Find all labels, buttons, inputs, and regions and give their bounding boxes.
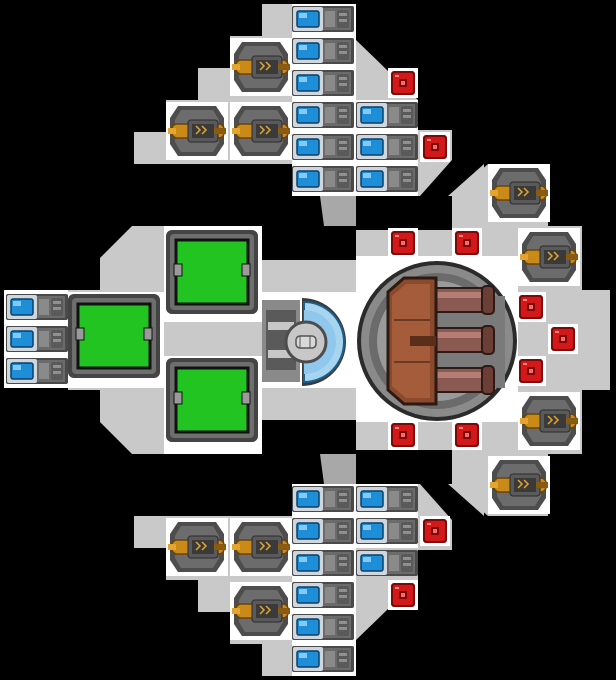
system-room-icon[interactable]	[164, 228, 260, 316]
thruster-pod-icon[interactable]	[291, 5, 355, 33]
hardpoint-icon[interactable]	[452, 228, 482, 258]
laser-turret-icon[interactable]	[517, 227, 581, 287]
cannon-barrel	[431, 365, 495, 395]
laser-turret-icon[interactable]	[165, 101, 229, 161]
thruster-pod-icon[interactable]	[355, 133, 419, 161]
hardpoint-icon[interactable]	[516, 356, 546, 386]
reactor-core[interactable]	[262, 296, 354, 386]
hardpoint-icon[interactable]	[388, 68, 418, 98]
hardpoint-icon[interactable]	[388, 420, 418, 450]
hardpoint-icon[interactable]	[420, 132, 450, 162]
hardpoint-icon[interactable]	[388, 580, 418, 610]
hardpoint-icon[interactable]	[420, 516, 450, 546]
system-room-icon[interactable]	[164, 356, 260, 444]
laser-turret-icon[interactable]	[165, 517, 229, 577]
laser-turret-icon[interactable]	[517, 391, 581, 451]
thruster-pod-icon[interactable]	[355, 485, 419, 513]
thruster-pod-icon[interactable]	[291, 37, 355, 65]
thruster-pod-icon[interactable]	[291, 613, 355, 641]
thruster-pod-icon[interactable]	[355, 517, 419, 545]
laser-turret-icon[interactable]	[229, 37, 293, 97]
thruster-pod-icon[interactable]	[291, 549, 355, 577]
cannon-barrel	[431, 325, 495, 355]
thruster-pod-icon[interactable]	[291, 133, 355, 161]
hardpoint-icon[interactable]	[452, 420, 482, 450]
laser-turret-icon[interactable]	[229, 581, 293, 641]
thruster-pod-icon[interactable]	[5, 325, 69, 353]
system-room-icon[interactable]	[66, 292, 162, 380]
hardpoint-icon[interactable]	[548, 324, 578, 354]
laser-turret-icon[interactable]	[487, 455, 551, 515]
triple-cannon-icon[interactable]	[357, 261, 517, 421]
laser-turret-icon[interactable]	[229, 517, 293, 577]
thruster-pod-icon[interactable]	[355, 165, 419, 193]
thruster-pod-icon[interactable]	[5, 357, 69, 385]
thruster-pod-icon[interactable]	[291, 165, 355, 193]
thruster-pod-icon[interactable]	[355, 101, 419, 129]
laser-turret-icon[interactable]	[229, 101, 293, 161]
thruster-pod-icon[interactable]	[5, 293, 69, 321]
thruster-pod-icon[interactable]	[291, 69, 355, 97]
hardpoint-icon[interactable]	[388, 228, 418, 258]
cannon-barrel	[431, 285, 495, 315]
laser-turret-icon[interactable]	[487, 163, 551, 223]
thruster-pod-icon[interactable]	[291, 485, 355, 513]
thruster-pod-icon[interactable]	[291, 517, 355, 545]
thruster-pod-icon[interactable]	[291, 101, 355, 129]
thruster-pod-icon[interactable]	[291, 645, 355, 673]
thruster-pod-icon[interactable]	[355, 549, 419, 577]
thruster-pod-icon[interactable]	[291, 581, 355, 609]
hardpoint-icon[interactable]	[516, 292, 546, 322]
